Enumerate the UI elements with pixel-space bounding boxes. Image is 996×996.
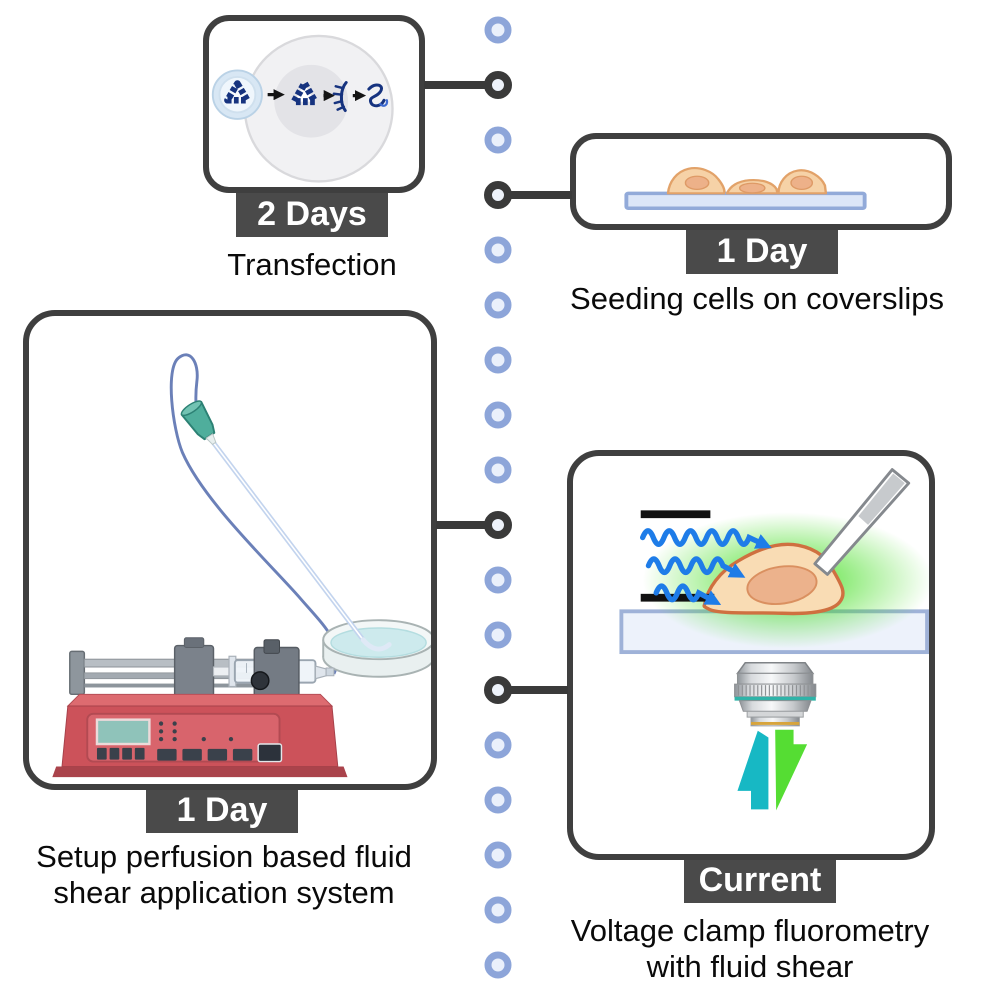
objective-lens-icon [734,662,817,727]
timeline-connector-dot [484,181,512,209]
cell-icon [702,542,845,616]
duration-badge: 1 Day [686,228,838,274]
timeline-dot [484,346,512,374]
step-caption: Setup perfusion based fluid shear applic… [36,839,412,910]
timeline-dot [484,841,512,869]
timeline-connector-dot [484,676,512,704]
stimulus-bar-icon [640,510,711,519]
panel-seeding [570,133,952,230]
timeline-dot [484,951,512,979]
timeline-dot [484,236,512,264]
panel-perfusion [23,310,437,790]
timeline-dot [484,291,512,319]
nucleus-icon [746,565,818,605]
excitation-arrow-icon [737,730,769,810]
nucleus-icon [738,182,766,194]
coverslip-icon [624,191,867,210]
emission-arrow-icon [775,729,808,811]
timeline-dot [484,401,512,429]
timeline-dot [484,896,512,924]
timeline-dot [484,786,512,814]
timeline-connector-dot [484,71,512,99]
panel-vcf [567,450,935,860]
timeline-dot [484,621,512,649]
duration-badge: 2 Days [236,191,388,237]
timeline-dot [484,126,512,154]
timeline-dot [484,731,512,759]
nucleus-icon [790,175,814,191]
cell-icon [666,167,726,195]
plasmid-icon [290,79,319,106]
needle-hub-icon [180,400,217,446]
step-caption: Transfection [227,247,397,282]
step-caption: Seeding cells on coverslips [570,281,944,316]
cell-icon [777,169,828,195]
petri-dish-icon [322,619,431,678]
duration-badge: 1 Day [146,787,298,833]
panel-transfection [203,15,425,193]
patch-pipette-icon [813,468,911,576]
duration-badge: Current [684,857,836,903]
timeline-connector-dot [484,511,512,539]
tubing-icon [169,353,340,675]
timeline-dot [484,566,512,594]
cell-icon [243,34,394,183]
needle-icon [211,441,392,652]
plasmid-in-liposome-icon [211,69,263,120]
cell-icon [725,178,779,195]
protein-icon [367,83,389,108]
step-caption: Voltage clamp fluorometry with fluid she… [570,913,930,984]
timeline-dot [484,456,512,484]
timeline-dot [484,16,512,44]
syringe-pump-icon [52,637,348,778]
timeline-connector-line [424,81,498,89]
timeline-connector-line [498,686,568,694]
fluid-shear-wave-icon [639,528,772,605]
timeline-connector-line [436,521,498,529]
nucleus-icon [684,175,710,191]
timeline-connector-line [498,191,572,199]
mrna-icon [332,81,348,113]
